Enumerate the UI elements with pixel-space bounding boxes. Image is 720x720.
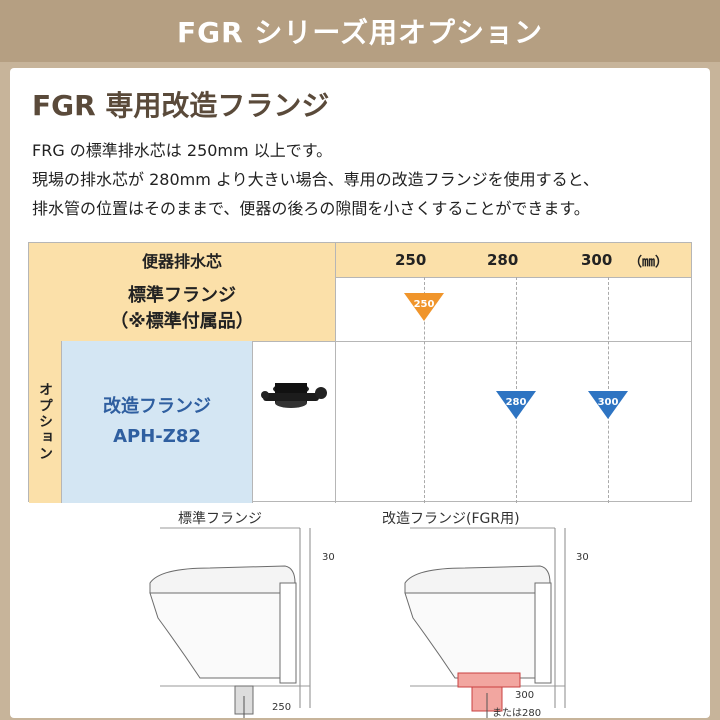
right-dim-bottom: 300 bbox=[515, 690, 535, 701]
installation-drawings: 標準フランジ 改造フランジ(FGR用) bbox=[10, 508, 710, 718]
option-side-text: オプション bbox=[37, 382, 53, 462]
content-card: FGR 専用改造フランジ FRG の標準排水芯は 250mm 以上です。 現場の… bbox=[10, 68, 710, 718]
standard-flange-name: 標準フランジ （※標準付属品） bbox=[29, 277, 336, 341]
badge-option-280 bbox=[496, 391, 536, 419]
standard-flange-line2: （※標準付属品） bbox=[110, 311, 254, 332]
standard-flange-row: 標準フランジ （※標準付属品） bbox=[29, 277, 691, 342]
drawing-svg bbox=[149, 527, 566, 718]
tick-300: 300 bbox=[581, 251, 613, 269]
left-dim-bottom: 250 bbox=[272, 702, 292, 713]
description-line-2: 現場の排水芯が 280mm より大きい場合、専用の改造フランジを使用すると、 bbox=[32, 170, 599, 189]
description-line-3: 排水管の位置はそのままで、便器の後ろの隙間を小さくすることができます。 bbox=[32, 199, 590, 218]
tick-280: 280 bbox=[487, 251, 519, 269]
left-drawing-caption: 標準フランジ bbox=[178, 511, 262, 527]
option-row: オプション 改造フランジ APH-Z82 bbox=[29, 341, 691, 503]
right-drawing-caption: 改造フランジ(FGR用) bbox=[382, 511, 520, 527]
badge-option-300 bbox=[588, 391, 628, 419]
table-header-row: 便器排水芯 250 280 300 （㎜） bbox=[29, 243, 691, 278]
right-toilet bbox=[404, 527, 566, 718]
standard-flange-line1: 標準フランジ bbox=[128, 285, 236, 306]
right-dim-bottom-alt: または280 bbox=[492, 708, 542, 718]
badge-standard-250 bbox=[404, 293, 444, 321]
option-side-label: オプション bbox=[29, 341, 62, 503]
left-toilet bbox=[149, 527, 311, 718]
flange-photo bbox=[253, 341, 336, 503]
flange-photo-svg bbox=[261, 383, 327, 408]
flange-table: 便器排水芯 250 280 300 （㎜） 標準フランジ （※標準付属品） オプ… bbox=[28, 242, 692, 503]
description: FRG の標準排水芯は 250mm 以上です。 現場の排水芯が 280mm より… bbox=[32, 136, 702, 223]
badge-option-300-label: 300 bbox=[597, 397, 619, 408]
tick-250: 250 bbox=[395, 251, 427, 269]
badge-standard-250-label: 250 bbox=[413, 299, 435, 310]
ref-line-280 bbox=[516, 277, 517, 503]
option-name: 改造フランジ APH-Z82 bbox=[62, 341, 253, 503]
description-line-1: FRG の標準排水芯は 250mm 以上です。 bbox=[32, 141, 333, 160]
ref-line-300 bbox=[608, 277, 609, 503]
option-name-line2: APH-Z82 bbox=[113, 426, 201, 447]
badge-option-280-label: 280 bbox=[505, 397, 527, 408]
section-title: FGR 専用改造フランジ bbox=[32, 89, 330, 122]
header-label: 便器排水芯 bbox=[29, 243, 336, 277]
ref-line-250 bbox=[424, 277, 425, 503]
unit-label: （㎜） bbox=[629, 254, 669, 270]
left-dim-top: 30 bbox=[322, 552, 335, 563]
right-dim-top: 30 bbox=[576, 552, 589, 563]
banner-title: FGR シリーズ用オプション bbox=[0, 0, 720, 62]
option-name-line1: 改造フランジ bbox=[103, 396, 211, 417]
